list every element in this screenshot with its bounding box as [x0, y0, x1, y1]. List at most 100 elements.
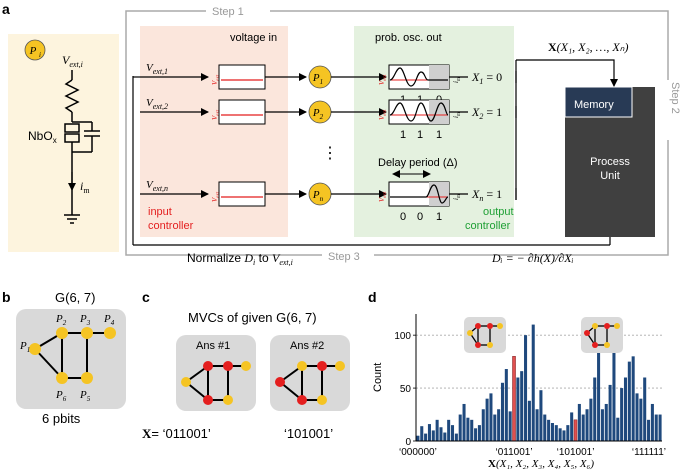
- chart-bar: [470, 419, 474, 441]
- chart-bar: [616, 417, 620, 441]
- chart-bar: [539, 390, 543, 441]
- vext-row-label: Vext,n: [146, 179, 168, 193]
- chart-bar: [585, 409, 589, 441]
- graph-b-caption: 6 pbits: [42, 411, 81, 426]
- node-p5: [81, 372, 93, 384]
- chart-bar: [454, 433, 458, 441]
- chart-bar: [604, 403, 608, 441]
- voltage-input-box: [218, 64, 266, 90]
- chart-bar: [631, 356, 635, 441]
- chart-bar: [600, 409, 604, 441]
- pbit-symbol: P i: [24, 39, 46, 61]
- im-axis-label: im: [452, 194, 462, 200]
- chart-bar: [431, 430, 435, 441]
- ans2-graph: Ans #2: [270, 335, 350, 411]
- nbox-circuit: [64, 70, 100, 224]
- svg-text:Ans #2: Ans #2: [290, 340, 324, 352]
- chart-xlabel: X(X₁, X₂, X₃, X₄, X₅, X₆): [488, 458, 594, 470]
- osc-digit: 1: [436, 211, 442, 223]
- chart-bar: [527, 400, 531, 441]
- chart-bar: [504, 369, 508, 441]
- chart-bar: [620, 388, 624, 441]
- label-p2: P2: [55, 313, 67, 327]
- panel-a-letter: a: [2, 1, 10, 17]
- delay-window: [429, 182, 449, 206]
- chart-bar: [524, 335, 528, 441]
- chart-xtick-label: ‘000000’: [399, 447, 437, 458]
- pbit-row-3: Vext,nVextPnVextim001Xn = 1: [140, 179, 517, 223]
- panel-d-letter: d: [368, 289, 377, 305]
- step2-label: Step 2: [669, 82, 681, 114]
- memory-block: [564, 86, 633, 118]
- output-controller-label-2: controller: [465, 220, 511, 232]
- chart-bar: [581, 414, 585, 441]
- graph-b-node-labels: P1 P2 P3 P4 P5 P6: [19, 313, 115, 403]
- chart-xtick-label: ‘101001’: [557, 447, 595, 458]
- chart-bar: [635, 393, 639, 441]
- step3-label: Step 3: [328, 251, 360, 263]
- chart-bar: [493, 414, 497, 441]
- chart-bar: [450, 425, 455, 441]
- osc-digit: 0: [417, 211, 423, 223]
- label-p3: P3: [79, 313, 91, 327]
- pbit-node-label: P2: [312, 107, 324, 121]
- mvc-inset-1: [464, 317, 506, 353]
- process-label-2: Unit: [600, 170, 620, 182]
- osc-digit: 0: [400, 211, 406, 223]
- label-p4: P4: [103, 313, 115, 327]
- chart-bar: [516, 377, 520, 441]
- chart-bar: [593, 377, 597, 441]
- chart-bar: [570, 412, 574, 441]
- im-axis-label: im: [452, 77, 462, 83]
- osc-digit: 1: [417, 129, 423, 141]
- ans1-graph: Ans #1: [176, 335, 256, 411]
- chart-bar-highlight: [573, 419, 578, 442]
- label-p5: P5: [79, 389, 91, 403]
- vector-x-label: X(X₁, X₂, …, Xₙ): [548, 40, 628, 54]
- chart-bar: [566, 425, 570, 441]
- label-p6: P6: [55, 389, 67, 403]
- vext-axis-label-out: Vext: [378, 109, 388, 120]
- node-p3: [81, 327, 93, 339]
- chart-bar: [447, 419, 451, 441]
- vext-row-label: Vext,2: [146, 97, 168, 111]
- chart-bar: [420, 426, 424, 441]
- chart-bar: [643, 377, 647, 441]
- chart-bar: [543, 414, 547, 441]
- panel-b-letter: b: [2, 289, 11, 305]
- chart-bar: [554, 425, 558, 441]
- node-p1: [29, 343, 41, 355]
- delay-period-label: Delay period (Δ): [378, 157, 458, 169]
- x-value-label: X2 = 1: [471, 105, 502, 121]
- chart-bar: [500, 382, 505, 441]
- osc-digit: 1: [436, 129, 442, 141]
- voltage-input-box: [218, 181, 266, 207]
- chart-bar: [650, 403, 654, 441]
- chart-bar: [416, 435, 420, 441]
- x-value-label: X1 = 0: [471, 70, 502, 86]
- pbit-node-label: Pn: [312, 189, 324, 203]
- chart-bar: [658, 414, 662, 441]
- chart-bar: [462, 403, 466, 441]
- panel-c-letter: c: [142, 289, 150, 305]
- chart-bar: [550, 423, 554, 441]
- chart-bar: [443, 432, 447, 441]
- chart-bar: [477, 425, 481, 441]
- chart-bar: [439, 427, 443, 441]
- mvc-title: MVCs of given G(6, 7): [188, 310, 317, 325]
- normalize-label: Normalize Di to Vext,i: [187, 251, 293, 267]
- chart-bar: [547, 419, 551, 441]
- circuit-box: [8, 34, 119, 252]
- chart-bar: [577, 403, 581, 441]
- chart-ytick-label: 50: [400, 384, 412, 395]
- chart-bar: [558, 428, 562, 441]
- chart-bar: [535, 409, 539, 441]
- oscillation-wave: [389, 67, 448, 87]
- x-value-label: Xn = 1: [471, 187, 502, 203]
- chart-ylabel: Count: [372, 363, 384, 392]
- pbit-rows: Vext,1VextP1Vextim110X1 = 0Vext,2VextP2V…: [133, 60, 517, 223]
- chart-bar: [435, 419, 439, 441]
- im-label: im: [80, 179, 90, 195]
- prob-osc-title: prob. osc. out: [375, 32, 442, 44]
